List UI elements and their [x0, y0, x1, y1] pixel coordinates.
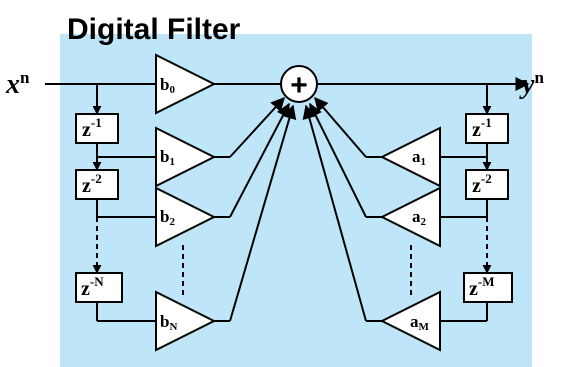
svg-text:z-M: z-M	[469, 274, 495, 300]
delay-box-zM: z-M	[463, 272, 513, 303]
svg-text:bN: bN	[160, 312, 177, 333]
svg-text:b0: b0	[160, 75, 175, 96]
svg-text:z-2: z-2	[472, 171, 492, 197]
svg-text:a1: a1	[412, 147, 426, 168]
delay-box-zN: z-N	[75, 272, 123, 303]
delay-box-z1-right: z-1	[465, 113, 509, 144]
svg-text:b2: b2	[160, 207, 175, 228]
svg-text:z-2: z-2	[82, 171, 102, 197]
input-label: xn	[5, 68, 30, 100]
delay-box-z1-left: z-1	[75, 113, 119, 144]
svg-text:z-1: z-1	[472, 115, 492, 141]
sum-junction	[280, 65, 318, 103]
delay-box-z2-right: z-2	[465, 169, 509, 200]
svg-text:aM: aM	[410, 312, 430, 333]
gain-a2: a2	[379, 186, 441, 248]
gain-bN: bN	[155, 290, 217, 352]
svg-text:a2: a2	[412, 207, 427, 228]
diagram-title: Digital Filter	[67, 13, 241, 46]
gain-aM: aM	[379, 290, 441, 352]
signal-lines	[45, 77, 530, 322]
gain-b0: b0	[155, 53, 217, 115]
svg-text:z-N: z-N	[81, 274, 104, 300]
gain-a1: a1	[379, 126, 441, 188]
gain-b1: b1	[155, 126, 217, 188]
delay-box-z2-left: z-2	[75, 169, 119, 200]
svg-text:b1: b1	[160, 147, 175, 168]
gain-b2: b2	[155, 186, 217, 248]
sum-symbol: +	[290, 69, 308, 102]
svg-text:z-1: z-1	[82, 115, 102, 141]
